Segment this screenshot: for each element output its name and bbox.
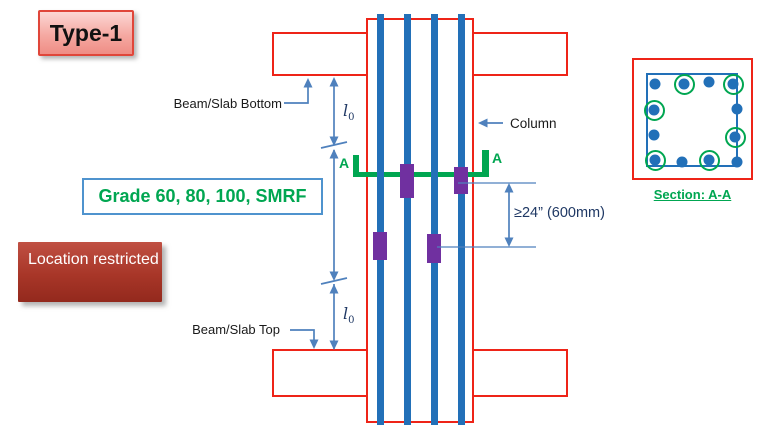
section-rebar-dot-ringed — [703, 154, 715, 166]
location-restricted-text: Location restricted — [28, 251, 159, 268]
rebar-4 — [458, 14, 465, 425]
lap-length-subscript: 0 — [348, 112, 355, 124]
grade-note-box: Grade 60, 80, 100, SMRF — [82, 178, 323, 215]
beam-bottom-left — [272, 349, 368, 397]
section-rebar-dot-ringed — [649, 154, 661, 166]
coupler-rebar3-lower — [427, 234, 441, 263]
section-rebar-dot-ringed — [678, 78, 690, 90]
beam-slab-bottom-leader — [284, 78, 313, 104]
section-rebar-dot — [649, 78, 661, 90]
beam-top-right — [472, 32, 568, 76]
location-restricted-box: Location restricted — [18, 242, 162, 302]
coupler-rebar4-upper — [454, 167, 468, 194]
beam-slab-bottom-label: Beam/Slab Bottom — [173, 96, 282, 111]
section-rebar-dot — [648, 129, 660, 141]
section-rebar-dot-ringed — [648, 104, 660, 116]
section-rebar-dot — [731, 103, 743, 115]
lap-length-symbol: l — [343, 304, 349, 323]
beam-slab-top-leader — [290, 329, 319, 349]
beam-slab-top-label: Beam/Slab Top — [192, 322, 280, 337]
section-marker-a-left: A — [339, 155, 350, 171]
section-cut-tab-right — [482, 150, 489, 177]
lap-length-subscript: 0 — [348, 315, 355, 327]
grade-note-text: Grade 60, 80, 100, SMRF — [98, 186, 307, 206]
section-cut-tab-left — [353, 155, 359, 177]
section-cut-line — [353, 172, 489, 177]
section-hoop-tie — [646, 73, 738, 167]
section-aa-detail — [632, 58, 753, 180]
lap-length-dimension-lower — [329, 284, 339, 350]
splice-spacing-label: ≥24” (600mm) — [514, 205, 605, 221]
type-badge: Type-1 — [38, 10, 134, 56]
section-rebar-dot — [703, 76, 715, 88]
column-outline — [366, 18, 474, 423]
rebar-3 — [431, 14, 438, 425]
rebar-2 — [404, 14, 411, 425]
lap-length-label-lower: l0 — [343, 304, 355, 326]
section-marker-a-right: A — [492, 150, 503, 166]
lap-length-label-upper: l0 — [343, 101, 355, 123]
beam-top-left — [272, 32, 368, 76]
type-badge-label: Type-1 — [49, 19, 123, 46]
coupler-rebar2-upper — [400, 164, 414, 198]
lap-length-symbol: l — [343, 101, 349, 120]
section-rebar-dot — [676, 156, 688, 168]
section-rebar-dot-ringed — [729, 131, 741, 143]
coupler-rebar1-lower — [373, 232, 387, 260]
section-rebar-dot — [731, 156, 743, 168]
rebar-1 — [377, 14, 384, 425]
column-label: Column — [510, 116, 557, 131]
section-rebar-dot-ringed — [727, 78, 739, 90]
section-aa-title: Section: A-A — [653, 187, 732, 202]
column-leader-arrow — [478, 118, 503, 128]
beam-bottom-right — [472, 349, 568, 397]
